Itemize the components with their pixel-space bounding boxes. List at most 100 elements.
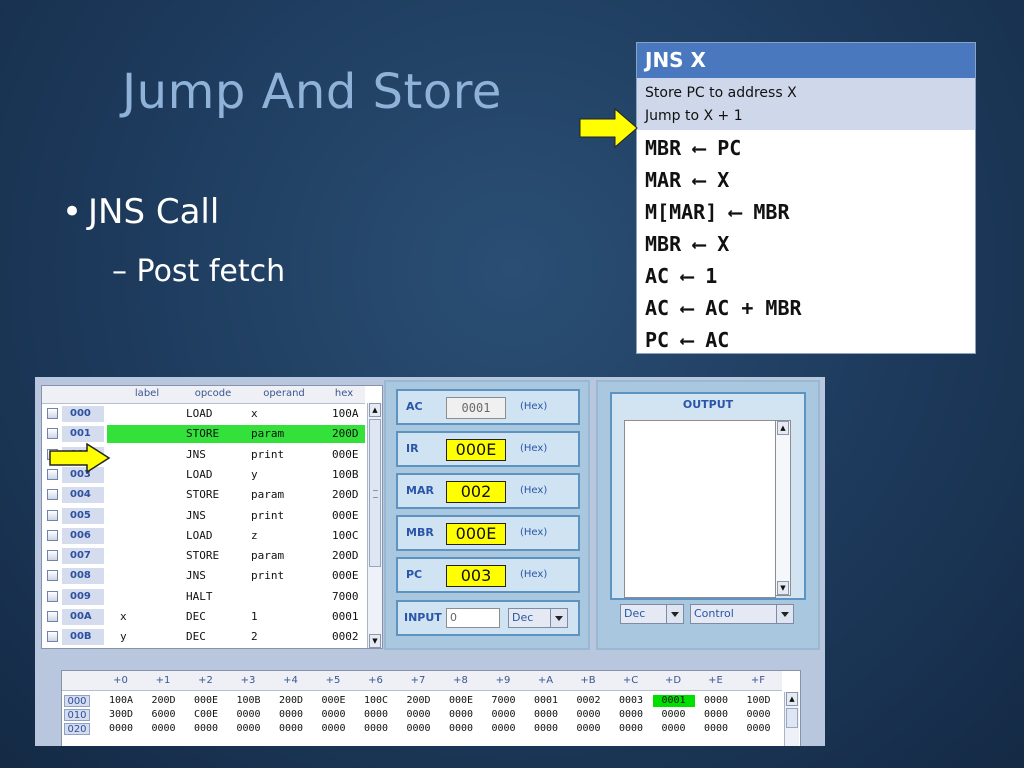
scroll-up-icon[interactable]: ▲ [369,403,381,417]
memory-cell: 0000 [491,723,516,734]
memory-cell: 0000 [406,723,431,734]
input-field[interactable]: 0 [446,608,500,628]
scroll-up-icon[interactable]: ▲ [777,421,789,435]
memory-cell: 0000 [661,709,686,720]
program-row[interactable]: 009 HALT 7000 [42,587,365,607]
cell-opcode: HALT [186,589,213,603]
memory-cell: 7000 [491,695,516,706]
register-ir: IR 000E (Hex) [396,431,580,467]
output-control-select[interactable]: Control [690,604,794,624]
breakpoint-checkbox[interactable] [47,611,58,622]
breakpoint-checkbox[interactable] [47,408,58,419]
output-scrollbar[interactable]: ▲ ▼ [775,420,791,596]
memory-cell: 0000 [703,723,729,734]
breakpoint-checkbox[interactable] [47,590,58,602]
memory-column-header: +7 [410,675,426,686]
breakpoint-checkbox[interactable] [47,428,58,440]
memory-cell: 0000 [491,709,516,720]
row-address: 006 [62,527,104,544]
chevron-down-icon[interactable] [666,605,683,623]
row-address: 008 [62,568,104,585]
cell-opcode: STORE [186,488,220,502]
output-mode-select[interactable]: Dec [620,604,684,624]
rtn-description: Store PC to address X Jump to X + 1 [637,78,975,130]
cell-operand: 1 [251,610,258,623]
input-mode-select[interactable]: Dec [508,608,568,628]
memory-column-header: +F [750,675,766,686]
memory-cell: 0000 [278,723,304,734]
scroll-down-icon[interactable]: ▼ [369,634,381,648]
breakpoint-checkbox[interactable] [47,550,58,562]
scroll-down-icon[interactable]: ▼ [777,581,789,595]
chevron-down-icon[interactable] [776,605,793,623]
memory-scrollbar[interactable]: ▲ [784,692,799,746]
cell-operand: x [251,407,258,420]
cell-operand: 2 [251,630,258,644]
cell-hex: 7000 [332,589,359,603]
memory-row-address: 020 [64,723,90,735]
breakpoint-checkbox[interactable] [47,570,58,582]
breakpoint-checkbox[interactable] [47,468,58,480]
breakpoint-checkbox[interactable] [47,529,58,541]
scroll-thumb[interactable] [786,708,798,728]
rtn-step: MBR ⟵ PC [645,136,742,160]
memory-column-header: +D [664,675,682,686]
memory-cell: 100A [108,695,134,706]
memory-cell: 0000 [321,723,346,734]
output-area[interactable] [624,420,776,598]
program-table-header: label opcode operand hex [42,386,365,404]
register-label: MAR [406,484,434,497]
cell-operand: print [251,508,285,522]
chevron-down-icon[interactable] [550,609,567,627]
breakpoint-checkbox[interactable] [47,631,58,643]
bullet-item: •JNS Call [62,192,219,232]
memory-cell: 0001 [652,695,695,707]
row-address: 001 [62,426,104,443]
memory-column-header: +A [537,675,554,686]
row-address: 009 [62,588,104,605]
row-highlight [107,425,365,444]
program-scrollbar[interactable]: ▲ ▼ [367,403,382,648]
scroll-up-icon[interactable]: ▲ [786,692,798,706]
register-unit: (Hex) [520,527,548,538]
memory-cell: 0000 [661,723,686,734]
cell-hex: 200D [332,488,359,502]
breakpoint-checkbox[interactable] [47,509,58,521]
register-mbr: MBR 000E (Hex) [396,515,580,551]
output-title: OUTPUT [682,398,734,411]
sub-bullet-item: – Post fetch [112,254,286,289]
memory-column-header: +0 [113,675,128,686]
row-address: 00B [62,629,104,646]
memory-cell: 0000 [448,723,474,734]
memory-cell: 0000 [533,723,559,734]
memory-cell: 0000 [533,709,559,720]
cell-opcode: JNS [186,508,206,522]
row-address: 00A [62,609,104,625]
memory-column-header: +5 [325,675,341,686]
memory-cell: 0000 [193,723,219,734]
register-pc: PC 003 (Hex) [396,557,580,593]
cell-opcode: JNS [186,447,206,461]
memory-cell: 200D [278,695,304,706]
cell-operand: param [251,549,285,563]
register-panel: AC 0001 (Hex) IR 000E (Hex) MAR 002 (Hex… [384,380,590,650]
scroll-thumb[interactable] [369,419,381,567]
memory-cell: 0000 [278,709,304,720]
breakpoint-checkbox[interactable] [47,489,58,501]
cell-hex: 0002 [332,630,359,644]
memory-column-header: +9 [495,675,511,686]
memory-cell: 0000 [236,709,261,720]
column-hex: hex [334,388,354,399]
